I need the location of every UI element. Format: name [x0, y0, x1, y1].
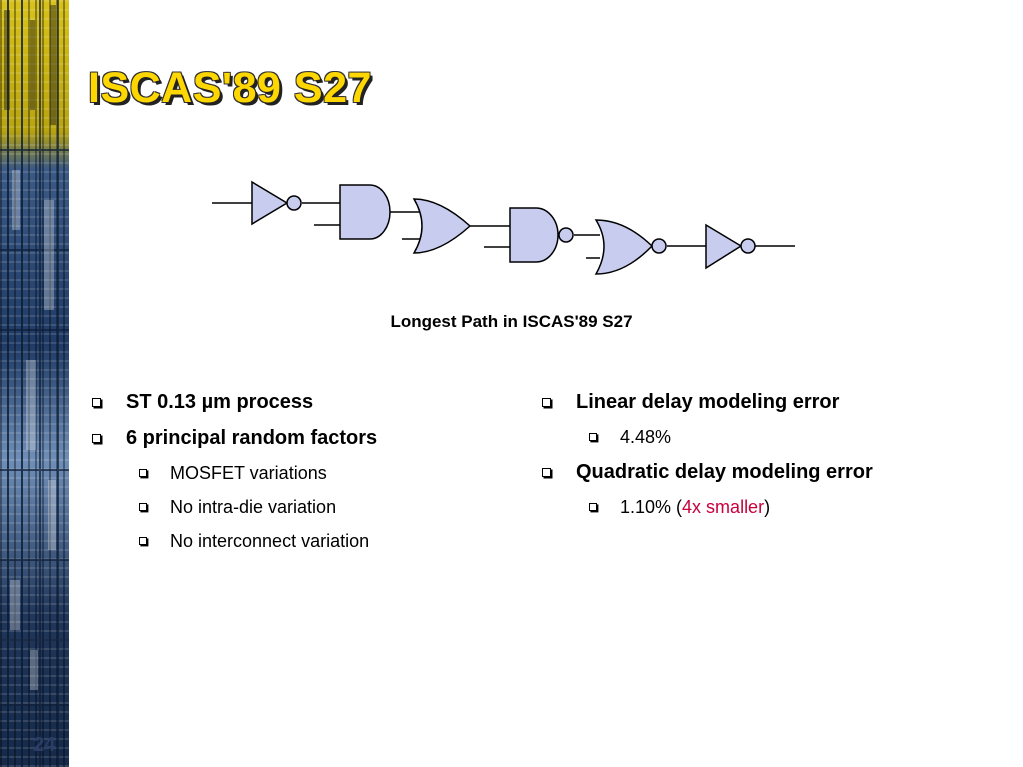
bullet-text: ST 0.13 µm process: [126, 391, 314, 413]
logic-path-diagram: [212, 180, 795, 275]
checkbox-bullet-icon: [139, 503, 147, 511]
figure-caption-text: Longest Path in ISCAS'89 S27: [390, 312, 633, 331]
right-bullet-list: Linear delay modeling error 4.48% Quadra…: [540, 389, 960, 529]
and-gate: [339, 184, 391, 240]
inversion-bubble: [651, 238, 667, 254]
bullet-text: MOSFET variations: [170, 463, 327, 483]
quadratic-value-prefix: 1.10% (: [620, 497, 683, 517]
sub-bullet-quadratic-value: 1.10% (4x smaller): [540, 495, 960, 529]
bullet-text: Quadratic delay modeling error: [576, 461, 873, 483]
checkbox-bullet-icon: [542, 398, 551, 407]
checkbox-bullet-icon: [542, 468, 551, 477]
bullet-process: ST 0.13 µm process: [90, 389, 510, 425]
inverter-gate: [251, 180, 289, 226]
page-number: 24: [33, 734, 56, 756]
sub-bullet-interconnect: No interconnect variation: [90, 529, 510, 563]
sub-bullet-intra-die: No intra-die variation: [90, 495, 510, 529]
sub-bullet-mosfet: MOSFET variations: [90, 461, 510, 495]
checkbox-bullet-icon: [139, 469, 147, 477]
checkbox-bullet-icon: [139, 537, 147, 545]
bullet-text: No interconnect variation: [170, 531, 370, 551]
sub-bullet-linear-value: 4.48%: [540, 425, 960, 459]
checkbox-bullet-icon: [589, 433, 597, 441]
inversion-bubble: [286, 195, 302, 211]
bullet-text: 4.48%: [620, 427, 672, 447]
bullet-text: No intra-die variation: [170, 497, 337, 517]
checkbox-bullet-icon: [92, 398, 101, 407]
checkbox-bullet-icon: [589, 503, 597, 511]
bullet-text: Linear delay modeling error: [576, 391, 840, 413]
inversion-bubble: [740, 238, 756, 254]
bullet-random-factors: 6 principal random factors: [90, 425, 510, 461]
left-bullet-list: ST 0.13 µm process 6 principal random fa…: [90, 389, 510, 563]
nand-gate: [509, 207, 559, 263]
or-gate: [412, 198, 472, 254]
bullet-text: 6 principal random factors: [126, 427, 378, 449]
decorative-side-strip: [0, 0, 69, 767]
bullet-linear-error: Linear delay modeling error: [540, 389, 960, 425]
slide-title: ISCAS'89 S27: [88, 64, 372, 112]
inverter-gate: [705, 223, 743, 270]
checkbox-bullet-icon: [92, 434, 101, 443]
figure-caption: Longest Path in ISCAS'89 S27: [0, 312, 1023, 332]
chip-pattern-graphic: [0, 0, 69, 767]
quadratic-value-suffix: ): [764, 497, 771, 517]
bullet-quadratic-error: Quadratic delay modeling error: [540, 459, 960, 495]
quadratic-value-highlight: 4x smaller: [682, 497, 765, 517]
inversion-bubble: [558, 227, 574, 243]
nor-gate: [594, 219, 654, 275]
